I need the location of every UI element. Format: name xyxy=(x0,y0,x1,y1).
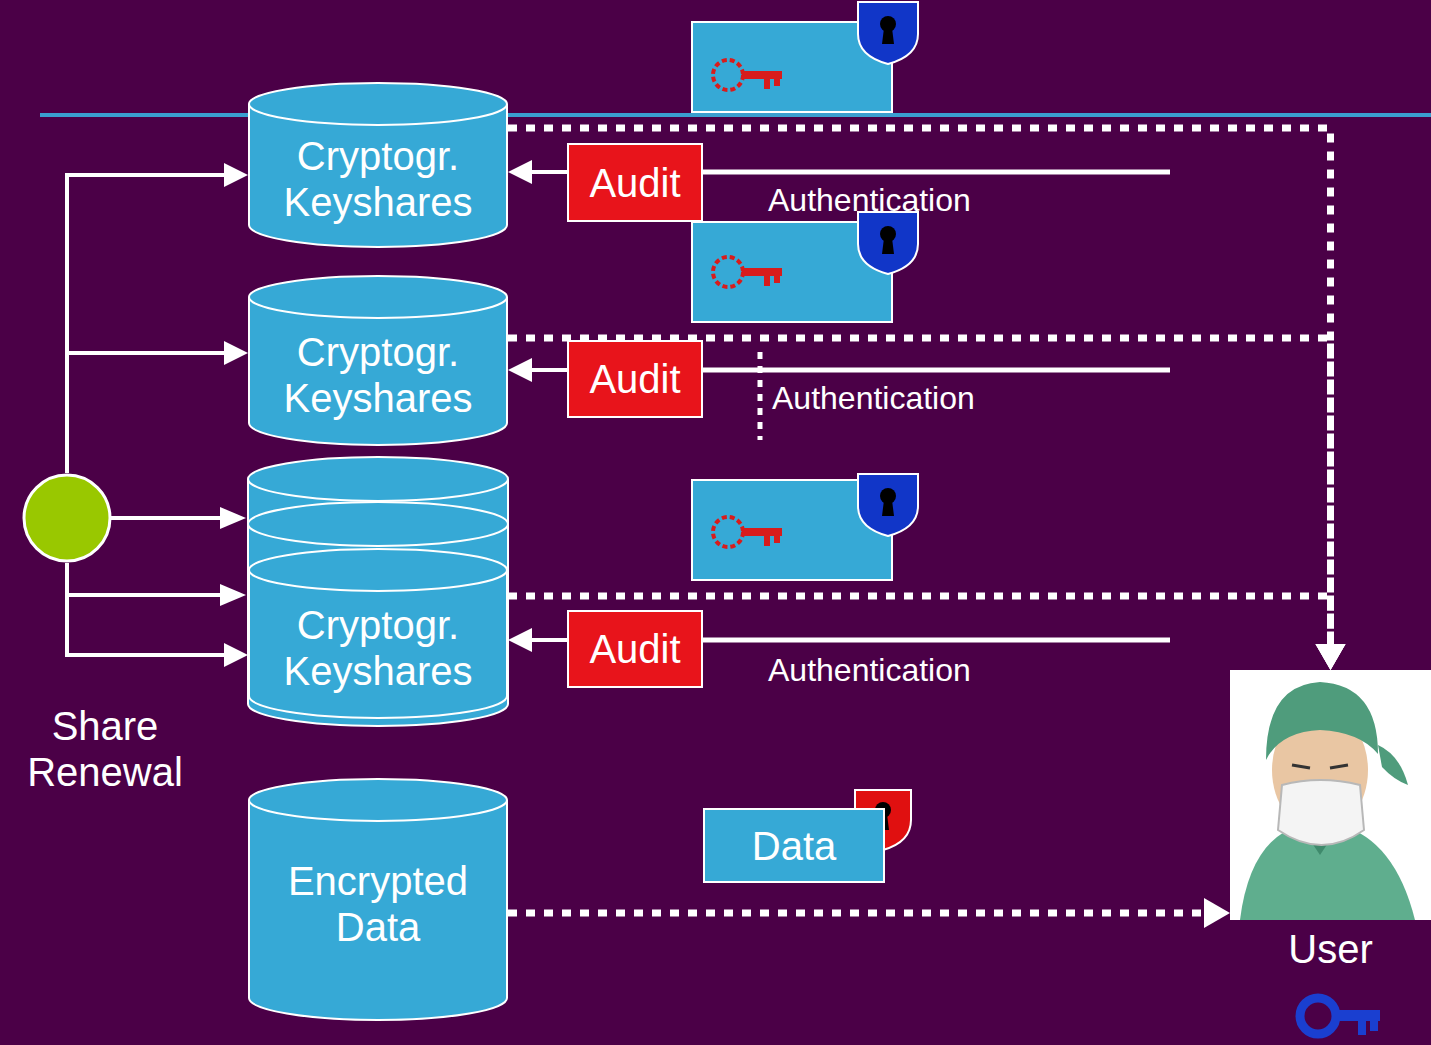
arrow-head xyxy=(508,628,532,652)
arrow-head xyxy=(1204,898,1230,928)
cylinder-top xyxy=(249,549,507,591)
arrow-connector xyxy=(67,163,248,473)
authentication-line xyxy=(703,638,1170,643)
audit-rect xyxy=(568,144,702,221)
text-holder: Audit xyxy=(567,610,703,688)
arrow-connector xyxy=(508,358,567,382)
cylinder-body xyxy=(249,297,507,445)
dotted-tick xyxy=(758,352,763,440)
line-label: Authentication xyxy=(768,652,971,689)
user-key xyxy=(1300,998,1380,1035)
arrow-connector xyxy=(508,160,567,184)
arrow-connector xyxy=(67,563,248,667)
cylinder-body xyxy=(249,800,507,1020)
node-text: Data xyxy=(752,823,837,869)
text-holder: Cryptogr. Keyshares xyxy=(248,275,508,445)
connector-line xyxy=(508,128,1331,646)
connector-line xyxy=(530,368,567,372)
text-holder: Encrypted Data xyxy=(248,778,508,1020)
node-text: Audit xyxy=(589,356,680,402)
renewal-dot xyxy=(24,475,110,561)
line-label: Authentication xyxy=(768,182,971,219)
node-text: Audit xyxy=(589,626,680,672)
authentication-line xyxy=(703,368,1170,373)
renewal-circle: Share Renewal xyxy=(22,473,112,563)
arrow-head xyxy=(1316,644,1346,670)
connector-line xyxy=(508,338,1331,646)
key-token xyxy=(692,2,918,112)
text-holder: User xyxy=(1230,926,1431,972)
connector-line xyxy=(530,638,567,642)
audit-box: Audit xyxy=(567,610,703,688)
arrow-head xyxy=(508,160,532,184)
audit-box: Audit xyxy=(567,143,703,222)
line-label: Authentication xyxy=(772,380,975,417)
connector-line xyxy=(530,170,567,174)
data-rect xyxy=(704,809,884,882)
arrow-head xyxy=(224,341,248,365)
node-text: Audit xyxy=(589,160,680,206)
connector-line xyxy=(67,175,226,473)
data-box: Data xyxy=(703,808,885,883)
dotted-connector xyxy=(508,128,1346,670)
audit-rect xyxy=(568,611,702,687)
node-text: Cryptogr. Keyshares xyxy=(256,133,500,225)
arrow-head xyxy=(224,163,248,187)
cylinder-top xyxy=(249,83,507,125)
database-cylinder: Cryptogr. Keyshares xyxy=(248,275,508,445)
arrow-connector xyxy=(67,341,248,473)
user-picture xyxy=(1230,670,1431,920)
authentication-line xyxy=(703,170,1170,175)
text-holder: Share Renewal xyxy=(10,703,200,795)
key-token xyxy=(692,474,918,580)
connector-line xyxy=(67,353,226,473)
key-token xyxy=(692,212,918,322)
node-text: Share Renewal xyxy=(10,703,200,795)
text-holder: Audit xyxy=(567,340,703,418)
user-node: User xyxy=(1230,670,1431,920)
arrow-head xyxy=(508,358,532,382)
arrow-head xyxy=(1316,644,1346,670)
database-cylinder: Encrypted Data xyxy=(248,778,508,1020)
connector-line xyxy=(508,910,1206,917)
database-cylinder: Cryptogr. Keyshares xyxy=(248,82,508,247)
audit-box: Audit xyxy=(567,340,703,418)
cylinder-top xyxy=(249,779,507,821)
cylinder-body xyxy=(249,570,507,718)
node-text: Encrypted Data xyxy=(256,858,500,950)
text-holder: Data xyxy=(703,808,885,883)
arrow-head xyxy=(224,643,248,667)
database-cylinder: Cryptogr. Keyshares xyxy=(248,548,508,718)
audit-rect xyxy=(568,341,702,417)
arrow-connector xyxy=(508,628,567,652)
dotted-connector xyxy=(508,898,1230,928)
text-holder: Audit xyxy=(567,143,703,222)
backup-cylinder xyxy=(248,502,508,726)
backup-cylinder xyxy=(248,457,508,701)
text-holder: Cryptogr. Keyshares xyxy=(248,548,508,718)
connector-line xyxy=(67,563,226,655)
node-text: User xyxy=(1230,926,1431,972)
node-text: Cryptogr. Keyshares xyxy=(256,329,500,421)
arrow-head xyxy=(1316,644,1346,670)
cylinder-top xyxy=(249,276,507,318)
text-holder: Cryptogr. Keyshares xyxy=(248,82,508,247)
node-outline xyxy=(22,473,112,563)
node-text: Cryptogr. Keyshares xyxy=(256,602,500,694)
